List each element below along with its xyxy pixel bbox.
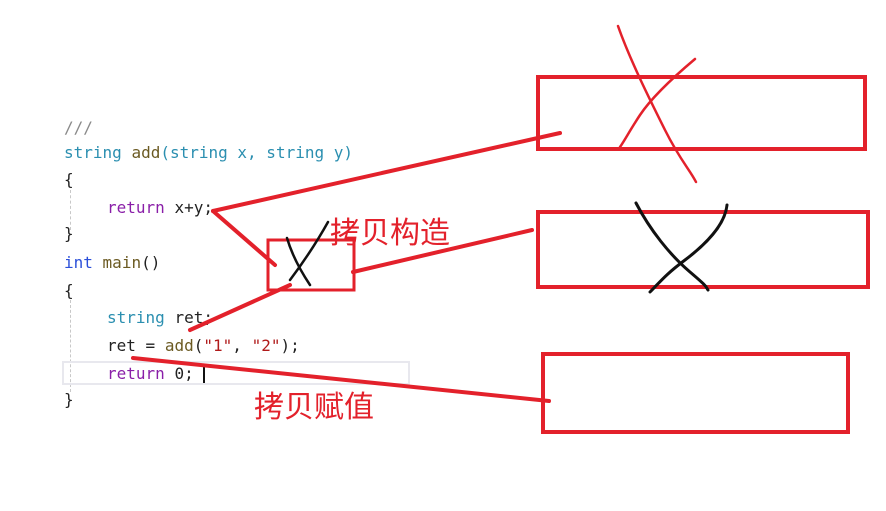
object-box-1 [536, 75, 867, 151]
code-line-add-signature[interactable]: string add(string x, string y) [64, 143, 353, 163]
function-name: add [131, 143, 161, 162]
black-cross-mark-small [288, 220, 330, 282]
black-cross-mark-small [285, 236, 312, 287]
arrow-line-assign-to-box3 [131, 356, 551, 403]
code-line-return-0[interactable]: return 0; [107, 364, 194, 384]
red-cross-mark [618, 57, 697, 149]
red-cross-mark [616, 24, 698, 184]
text-caret [203, 365, 205, 383]
label-copy-construct: 拷贝构造 [330, 216, 450, 251]
black-cross-mark [648, 203, 729, 294]
arrow-line-decl-to-small-box [188, 283, 292, 332]
black-cross-mark [634, 201, 710, 292]
object-box-3 [541, 352, 850, 434]
arrow-line-return-to-box1 [211, 131, 562, 213]
params: () [141, 253, 161, 272]
code-line-comment: /// [64, 118, 93, 137]
function-name: add [164, 336, 194, 355]
string-literal: "1" [203, 336, 233, 355]
return-expression: x+y; [174, 198, 213, 217]
type-keyword: string [64, 143, 122, 162]
arrow-line-small-box-to-box2 [351, 228, 534, 274]
code-line-brace: } [64, 224, 74, 243]
params: (string x, string y) [160, 143, 353, 162]
object-box-2 [536, 210, 870, 289]
indent-guide [70, 300, 71, 392]
arrow-line-return-to-small-box [211, 209, 277, 267]
paren: ( [193, 336, 204, 355]
code-line-brace: } [64, 390, 74, 409]
statement-end: ); [280, 336, 300, 355]
type-keyword: string [107, 308, 165, 327]
code-line-brace: { [64, 170, 74, 189]
code-line-assign[interactable]: ret = add("1", "2"); [107, 336, 300, 356]
current-line-highlight [62, 361, 410, 385]
return-value: 0; [174, 364, 194, 383]
return-keyword: return [107, 198, 165, 217]
temp-object-box [266, 238, 356, 292]
code-line-brace: { [64, 281, 74, 300]
variable-name: ret [107, 336, 136, 355]
operator: = [145, 336, 156, 355]
return-keyword: return [107, 364, 165, 383]
code-line-main-signature[interactable]: int main() [64, 253, 160, 273]
code-line-return-xy[interactable]: return x+y; [107, 198, 213, 218]
separator: , [232, 336, 242, 355]
type-keyword: int [64, 253, 93, 272]
function-name: main [102, 253, 142, 272]
string-literal: "2" [251, 336, 281, 355]
indent-guide [70, 190, 71, 230]
label-copy-assign: 拷贝赋值 [254, 390, 374, 425]
